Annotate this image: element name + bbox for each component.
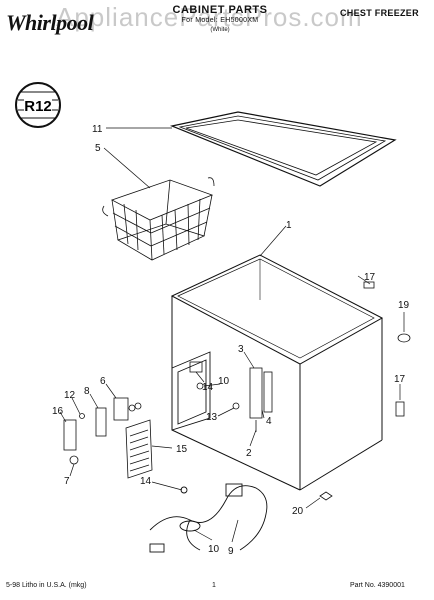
- compressor-compartment: [171, 351, 211, 431]
- thermostat-parts: [63, 397, 142, 465]
- product-category: CHEST FREEZER: [340, 8, 419, 18]
- lid-gasket: [169, 111, 397, 187]
- r12-badge: R12: [15, 82, 61, 128]
- callout-12: 12: [64, 390, 76, 401]
- callout-labels: 11 5 1 17 19 3 14 10 13 4 12 8 6 16 15 2…: [52, 124, 410, 557]
- badge-text: R12: [24, 98, 52, 115]
- callout-15: 15: [176, 444, 188, 455]
- cabinet-body: [170, 254, 384, 491]
- model-subtitle: For Model: EH5000XM: [181, 17, 259, 24]
- callout-1: 1: [286, 220, 292, 231]
- print-info: 5-98 Litho in U.S.A. (mkg): [6, 582, 87, 589]
- callout-9: 9: [228, 546, 234, 557]
- callout-20: 20: [292, 506, 304, 517]
- wiring-harness: [149, 483, 268, 553]
- callout-10-top: 10: [218, 376, 230, 387]
- callout-19: 19: [398, 300, 410, 311]
- callout-17-side: 17: [394, 374, 406, 385]
- callout-14-bottom: 14: [140, 476, 152, 487]
- callout-14-top: 14: [202, 382, 214, 393]
- compartment-cover: [125, 419, 153, 479]
- callout-6: 6: [100, 376, 106, 387]
- callout-13: 13: [206, 412, 218, 423]
- callout-8: 8: [84, 386, 90, 397]
- callout-4: 4: [266, 416, 272, 427]
- callout-7: 7: [64, 476, 70, 487]
- color-note: (White): [210, 27, 230, 33]
- watermark: AppliancePartsPros.com: [56, 2, 363, 32]
- callout-17-top: 17: [364, 272, 376, 283]
- page-number: 1: [212, 582, 216, 589]
- callout-3: 3: [238, 344, 244, 355]
- leader-lines: [59, 127, 405, 543]
- wire-basket: [102, 177, 215, 261]
- callout-2: 2: [246, 448, 252, 459]
- part-number: Part No. 4390001: [350, 582, 405, 589]
- callout-16: 16: [52, 406, 64, 417]
- callout-11: 11: [92, 124, 103, 135]
- brand-logo: Whirlpool: [6, 10, 94, 35]
- callout-5: 5: [95, 143, 101, 154]
- callout-10-bottom: 10: [208, 544, 220, 555]
- page-title: CABINET PARTS: [172, 4, 268, 16]
- hinge-assembly: [249, 367, 273, 432]
